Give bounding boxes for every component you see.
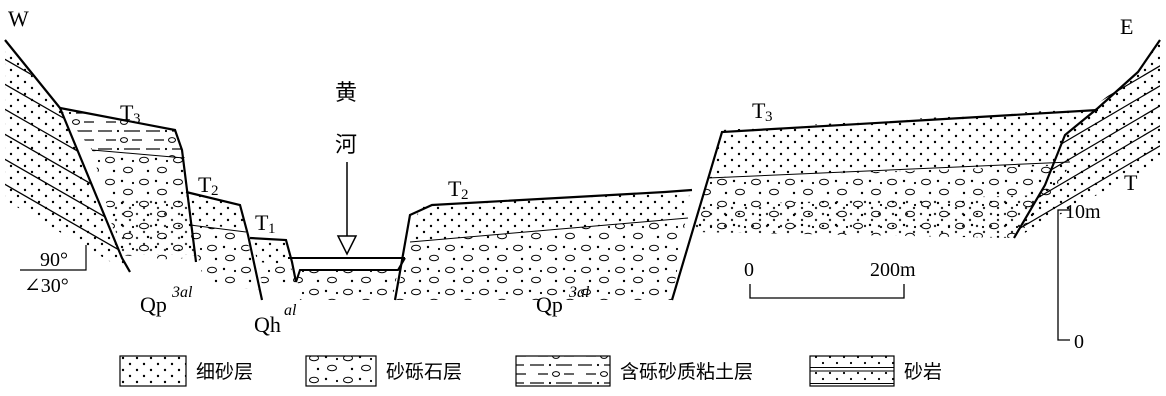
formation-qp-east: Qp 3al <box>536 284 590 317</box>
svg-text:1: 1 <box>268 221 276 237</box>
scale-v-bottom: 0 <box>1074 331 1084 353</box>
svg-text:2: 2 <box>461 187 469 203</box>
legend-label-sandstone: 砂岩 <box>904 361 942 383</box>
formation-qp-west: Qp 3al <box>140 284 193 317</box>
vertical-scale-bar: 10m 0 <box>1057 201 1101 353</box>
legend: 细砂层 砂砾石层 含砾砂质粘土层 砂岩 <box>119 355 942 387</box>
legend-item-clay: 含砾砂质粘土层 <box>515 355 753 387</box>
legend-swatch-clay <box>515 355 611 387</box>
svg-text:3: 3 <box>133 111 141 127</box>
legend-label-fine-sand: 细砂层 <box>196 361 253 383</box>
svg-text:Qp: Qp <box>140 292 167 317</box>
svg-text:T: T <box>752 98 766 123</box>
terrace-t2-east <box>393 188 693 301</box>
legend-item-sandstone: 砂岩 <box>809 355 942 387</box>
terrace-t1-west <box>249 236 298 285</box>
east-direction-label: E <box>1120 14 1133 39</box>
svg-text:2: 2 <box>211 183 219 199</box>
svg-text:3al: 3al <box>171 284 193 301</box>
terrace-t3-east <box>670 108 1099 301</box>
terrace-t3-east-label: T 3 <box>752 98 773 125</box>
svg-text:Qp: Qp <box>536 292 563 317</box>
svg-text:T: T <box>198 172 212 197</box>
legend-swatch-fine-sand <box>119 355 187 387</box>
terrace-t2-west <box>185 190 264 301</box>
dip-symbol: 90° ∠30° <box>20 245 87 297</box>
river-label-2: 河 <box>335 133 357 158</box>
svg-text:al: al <box>284 302 297 319</box>
svg-text:Qh: Qh <box>254 312 281 337</box>
legend-label-clay: 含砾砂质粘土层 <box>620 361 753 383</box>
terrace-t3-west <box>59 106 198 263</box>
dip-lower-label: ∠30° <box>24 275 69 297</box>
svg-text:T: T <box>120 100 134 125</box>
river-label-1: 黄 <box>335 81 357 106</box>
svg-text:3al: 3al <box>568 284 590 301</box>
svg-text:T: T <box>448 176 462 201</box>
svg-text:T: T <box>255 210 269 235</box>
horizontal-scale-bar: 0 200m <box>744 259 916 299</box>
west-direction-label: W <box>8 6 29 31</box>
river-channel <box>288 257 406 300</box>
bedrock-label: T <box>1124 170 1138 195</box>
scale-h-end: 200m <box>870 259 916 281</box>
terrace-t3-west-label: T 3 <box>120 100 141 127</box>
dip-upper-label: 90° <box>40 249 68 271</box>
terrace-t2-east-label: T 2 <box>448 176 469 203</box>
legend-item-gravel: 砂砾石层 <box>305 355 462 387</box>
scale-v-top: 10m <box>1065 201 1101 223</box>
legend-item-fine-sand: 细砂层 <box>119 355 253 387</box>
legend-swatch-gravel <box>305 355 377 387</box>
svg-text:3: 3 <box>765 109 773 125</box>
legend-label-gravel: 砂砾石层 <box>386 361 462 383</box>
terrace-t1-west-label: T 1 <box>255 210 276 237</box>
terrace-t2-west-label: T 2 <box>198 172 219 199</box>
formation-qh: Qh al <box>254 302 297 337</box>
scale-h-start: 0 <box>744 259 754 281</box>
river-arrow-head <box>336 235 358 256</box>
